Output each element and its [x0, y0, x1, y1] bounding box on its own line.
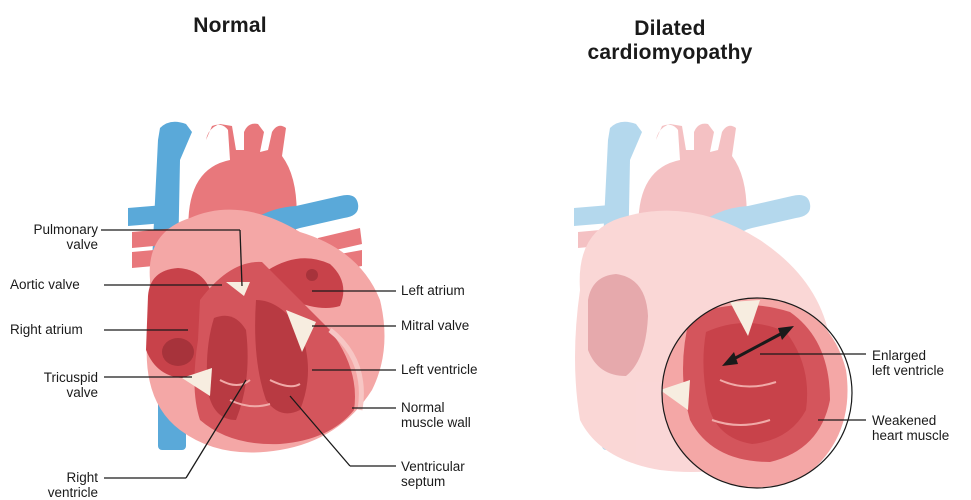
label-ventricular-septum-line1: Ventricular: [401, 459, 465, 474]
label-enlarged-left-ventricle-line2: left ventricle: [872, 363, 944, 378]
label-mitral-valve: Mitral valve: [401, 318, 469, 333]
label-enlarged-left-ventricle-line1: Enlarged: [872, 348, 944, 363]
label-enlarged-left-ventricle: Enlarged left ventricle: [872, 348, 944, 378]
label-weakened-heart-muscle: Weakened heart muscle: [872, 413, 949, 443]
label-tricuspid-valve-line2: valve: [10, 385, 98, 400]
label-weakened-heart-muscle-line1: Weakened: [872, 413, 949, 428]
label-ventricular-septum-line2: septum: [401, 474, 465, 489]
label-right-ventricle-line2: ventricle: [10, 485, 98, 500]
label-normal-muscle-wall-line2: muscle wall: [401, 415, 471, 430]
label-left-ventricle: Left ventricle: [401, 362, 478, 377]
label-weakened-heart-muscle-line2: heart muscle: [872, 428, 949, 443]
label-pulmonary-valve-line1: Pulmonary: [10, 222, 98, 237]
normal-heart: [128, 122, 385, 453]
label-left-atrium: Left atrium: [401, 283, 465, 298]
label-right-ventricle-line1: Right: [10, 470, 98, 485]
label-tricuspid-valve-line1: Tricuspid: [10, 370, 98, 385]
label-ventricular-septum: Ventricular septum: [401, 459, 465, 489]
label-pulmonary-valve-line2: valve: [10, 237, 98, 252]
label-normal-muscle-wall: Normal muscle wall: [401, 400, 471, 430]
label-tricuspid-valve: Tricuspid valve: [10, 370, 98, 400]
label-normal-muscle-wall-line1: Normal: [401, 400, 471, 415]
label-right-atrium: Right atrium: [10, 322, 83, 337]
label-aortic-valve: Aortic valve: [10, 277, 80, 292]
label-right-ventricle: Right ventricle: [10, 470, 98, 500]
label-pulmonary-valve: Pulmonary valve: [10, 222, 98, 252]
